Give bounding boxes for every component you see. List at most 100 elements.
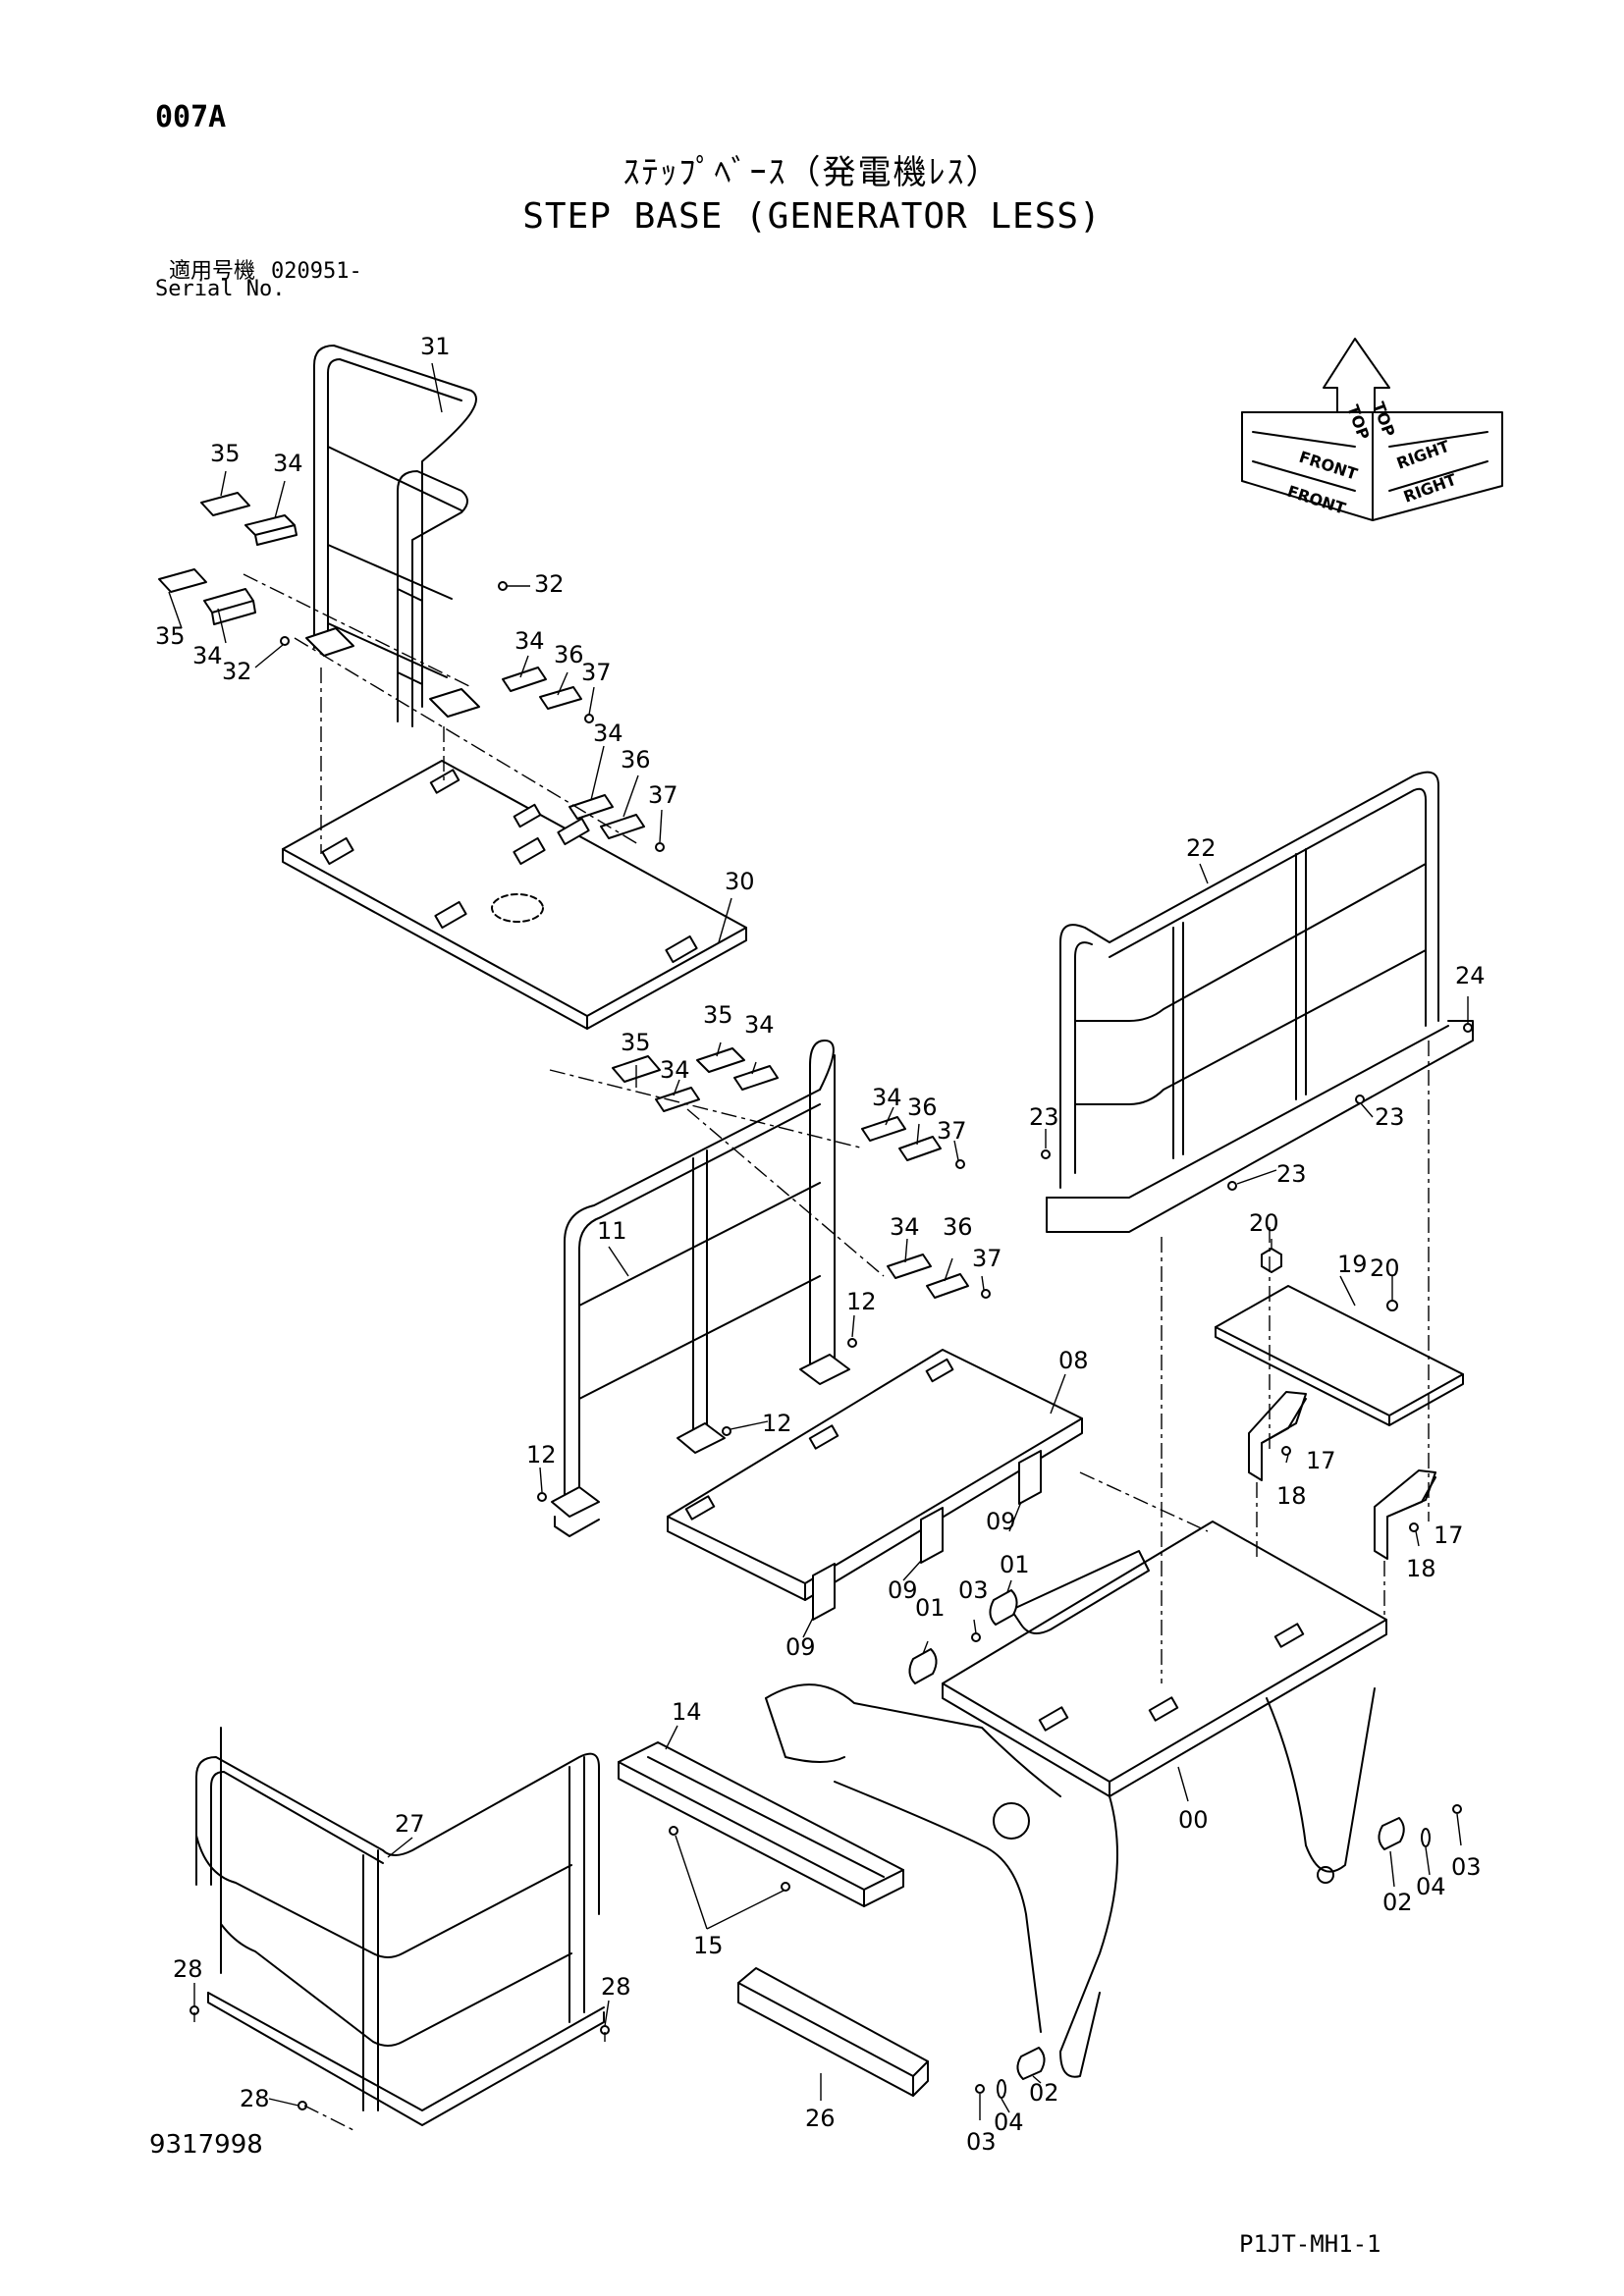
callout-34-b: 34 [192, 642, 223, 669]
serial-label-japanese: 適用号機 020951- [169, 253, 362, 285]
callout-34-e: 34 [660, 1056, 690, 1084]
callout-18-b: 18 [1406, 1555, 1436, 1582]
part-17-bracket-a [1248, 1391, 1307, 1481]
part-23-bolt-a [1041, 1149, 1051, 1159]
part-36-plate-d [926, 1273, 969, 1299]
part-37-bolt-a [584, 714, 594, 723]
part-34-bracket-f [733, 1065, 779, 1091]
callout-28-c: 28 [240, 2085, 270, 2112]
part-14-step [618, 1741, 904, 1907]
callout-34-h: 34 [890, 1213, 920, 1241]
callout-34-c: 34 [514, 627, 545, 655]
part-02-bushing-d [1016, 2047, 1046, 2080]
callout-22: 22 [1186, 834, 1217, 862]
callout-03-c: 03 [966, 2128, 997, 2156]
callout-02-a: 02 [1382, 1889, 1413, 1916]
part-03-bolt-a [971, 1632, 981, 1642]
part-22-handrail [1046, 771, 1474, 1233]
callout-31: 31 [420, 333, 451, 360]
part-12-bolt-c [847, 1338, 857, 1348]
callout-35-a: 35 [210, 440, 241, 467]
part-12-bolt-b [722, 1426, 731, 1436]
part-34-bracket-e [655, 1087, 700, 1112]
callout-15: 15 [693, 1932, 724, 1959]
callout-03-a: 03 [958, 1576, 989, 1604]
page-code: 007A [155, 100, 227, 134]
part-34-bracket-g [861, 1116, 906, 1142]
part-32-bolt-a [498, 581, 508, 591]
callout-34-a: 34 [273, 450, 303, 477]
callout-12-a: 12 [526, 1441, 557, 1468]
serial-value: 020951- [271, 259, 362, 284]
callout-24: 24 [1455, 962, 1486, 989]
part-02-bushing-c [1378, 1817, 1405, 1850]
callout-09-c: 09 [785, 1633, 816, 1661]
part-35-plate-upper-left [200, 492, 250, 516]
callout-11: 11 [597, 1217, 627, 1245]
part-04-washer-b [997, 2079, 1006, 2099]
callout-17-a: 17 [1306, 1447, 1336, 1474]
part-32-bolt-b [280, 636, 290, 646]
part-31-handrail [305, 345, 480, 727]
callout-32-a: 32 [534, 570, 565, 598]
callout-03-b: 03 [1451, 1853, 1482, 1881]
callout-12-c: 12 [846, 1288, 877, 1315]
callout-36-d: 36 [943, 1213, 973, 1241]
orientation-front-upper: FRONT [1297, 448, 1360, 484]
callout-09-a: 09 [986, 1508, 1016, 1535]
callout-20-a: 20 [1249, 1209, 1279, 1237]
callout-09-b: 09 [888, 1576, 918, 1604]
callout-04-a: 04 [1416, 1873, 1446, 1900]
part-11-handrail [551, 1040, 850, 1537]
callout-34-d: 34 [593, 720, 623, 747]
callout-01-b: 01 [915, 1594, 946, 1622]
title-english: STEP BASE (GENERATOR LESS) [522, 196, 1102, 237]
callout-37-c: 37 [937, 1117, 967, 1145]
callout-19: 19 [1337, 1251, 1368, 1278]
part-37-bolt-d [981, 1289, 991, 1299]
part-36-plate-a [539, 686, 582, 710]
part-37-bolt-b [655, 842, 665, 852]
orientation-top-left: TOP [1343, 402, 1373, 443]
part-34-bracket-upper-left [244, 514, 298, 546]
callout-35-d: 35 [703, 1001, 733, 1029]
callout-34-g: 34 [872, 1084, 902, 1111]
part-20-nut-b [1386, 1300, 1398, 1311]
orientation-right-lower: RIGHT [1401, 470, 1459, 507]
callout-32-b: 32 [222, 658, 252, 685]
callout-36-b: 36 [621, 746, 651, 774]
callout-00: 00 [1178, 1806, 1209, 1834]
part-18-bolt-a [1281, 1446, 1291, 1456]
part-30-step-plate [282, 760, 747, 1030]
part-20-nut-a [1261, 1248, 1282, 1273]
leader-lines [168, 362, 1469, 2120]
part-17-bracket-b [1374, 1469, 1436, 1560]
part-27-handrail [195, 1727, 605, 2126]
part-19-plate [1215, 1285, 1464, 1426]
part-34-bracket-d [568, 794, 614, 820]
title-japanese: ｽﾃｯﾌﾟﾍﾞｰｽ（発電機ﾚｽ） [623, 153, 1001, 192]
part-12-bolt-a [537, 1492, 547, 1502]
callout-37-d: 37 [972, 1245, 1002, 1272]
part-26-cover [737, 1967, 929, 2097]
part-35-plate-d [696, 1047, 745, 1073]
part-34-bracket-c [502, 667, 547, 692]
callout-27: 27 [395, 1810, 425, 1838]
part-23-bolt-c [1227, 1181, 1237, 1191]
part-34-bracket-mid-left [203, 588, 256, 625]
serial-label-ja-text: 適用号機 [169, 259, 256, 284]
callout-20-b: 20 [1370, 1255, 1400, 1282]
callout-12-b: 12 [762, 1410, 792, 1437]
callout-26: 26 [805, 2105, 836, 2132]
callout-17-b: 17 [1434, 1522, 1464, 1549]
part-04-washer-a [1421, 1828, 1431, 1847]
part-00-main-frame [765, 1521, 1387, 2078]
callout-37-b: 37 [648, 781, 678, 809]
part-03-bolt-b [1452, 1804, 1462, 1814]
callout-28-a: 28 [173, 1955, 203, 1983]
callout-23-a: 23 [1029, 1103, 1059, 1131]
part-03-bolt-c [975, 2084, 985, 2094]
part-09-bracket-b [920, 1507, 944, 1564]
callout-37-a: 37 [581, 659, 612, 686]
part-08-step [667, 1349, 1083, 1601]
